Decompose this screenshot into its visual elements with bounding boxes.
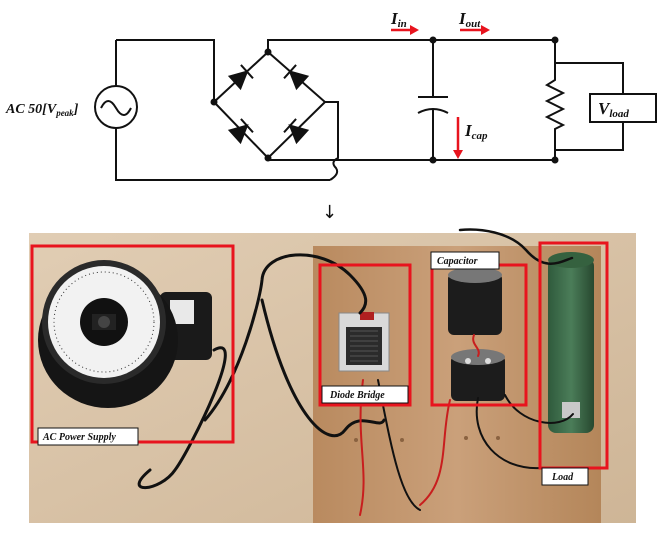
tag-diode-bridge	[321, 385, 409, 404]
diode-top-left	[227, 64, 254, 91]
v-load-label: Vload	[598, 99, 629, 120]
vload-box	[589, 93, 657, 123]
experimental-setup-photo: AC Power Supply Diode Bridge Capacitor L…	[29, 228, 636, 523]
wire-source-top	[116, 39, 215, 102]
resistor-symbol	[544, 40, 566, 160]
tag-ac-power-supply	[37, 427, 139, 446]
diode-bridge-symbol	[212, 50, 327, 160]
diode-bottom-right	[283, 118, 310, 145]
diodes	[227, 64, 310, 145]
tag-capacitor	[430, 251, 500, 270]
down-arrow-icon: ↓	[322, 202, 337, 223]
label-capacitor: Capacitor	[437, 256, 478, 267]
wire-source-bottom	[115, 128, 330, 181]
variac-device	[38, 260, 212, 408]
load-resistor	[548, 252, 594, 433]
tag-load	[541, 467, 589, 486]
label-ac-power-supply: AC Power Supply	[42, 432, 116, 443]
current-arrows	[391, 28, 481, 150]
box-diode-bridge	[318, 263, 412, 407]
junction-dots	[210, 36, 559, 164]
wire-vload-bottom	[555, 122, 624, 151]
i-cap-label: Icap	[464, 121, 488, 142]
capacitor-pair	[448, 267, 505, 401]
sine-wave-icon	[100, 100, 132, 116]
label-load: Load	[551, 472, 574, 483]
board-screws	[354, 436, 500, 442]
capacitor-plate-bottom	[417, 108, 449, 114]
diode-bottom-left	[227, 118, 254, 145]
diode-top-right	[283, 64, 310, 91]
ac-source-label: AC 50[Vpeak]	[5, 102, 79, 118]
wire-dc-negative	[267, 158, 555, 161]
i-in-label: Iin	[390, 9, 407, 30]
i-out-label: Iout	[458, 9, 481, 30]
wire-vload-top	[555, 62, 624, 94]
label-diode-bridge: Diode Bridge	[329, 390, 385, 401]
ac-source-icon	[94, 85, 138, 129]
photo-labels: AC Power Supply Diode Bridge Capacitor L…	[37, 251, 589, 486]
circuit-schematic	[94, 39, 657, 181]
wire-bridge-right	[325, 101, 339, 181]
current-arrowheads	[410, 25, 490, 159]
diode-bridge-module	[338, 312, 390, 372]
wire-dc-positive	[267, 39, 555, 52]
